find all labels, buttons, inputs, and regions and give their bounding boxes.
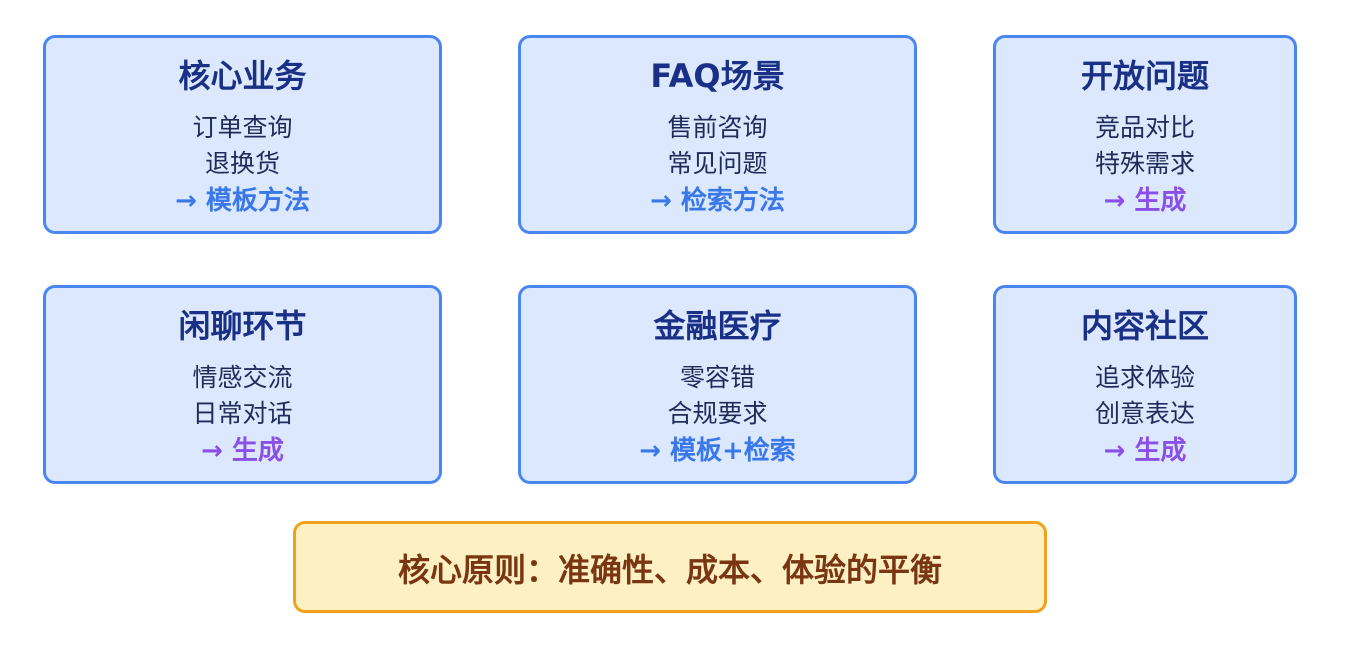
card-item: 日常对话 bbox=[192, 399, 293, 428]
card-chitchat: 闲聊环节 情感交流 日常对话 → 生成 bbox=[43, 285, 442, 484]
card-content-community: 内容社区 追求体验 创意表达 → 生成 bbox=[993, 285, 1297, 484]
card-method-label: → 检索方法 bbox=[650, 186, 785, 216]
card-item: 追求体验 bbox=[1094, 363, 1195, 392]
card-item: 情感交流 bbox=[192, 363, 293, 392]
card-method-label: → 生成 bbox=[1103, 436, 1187, 466]
card-item: 售前咨询 bbox=[667, 113, 768, 142]
card-title: 核心业务 bbox=[178, 57, 307, 95]
card-item: 退换货 bbox=[204, 149, 280, 178]
card-item: 合规要求 bbox=[667, 399, 768, 428]
card-title: 内容社区 bbox=[1080, 307, 1209, 345]
card-item: 常见问题 bbox=[667, 149, 768, 178]
card-method-label: → 生成 bbox=[201, 436, 284, 466]
card-title: FAQ场景 bbox=[650, 57, 785, 95]
card-title: 开放问题 bbox=[1080, 57, 1209, 95]
core-principle-text: 核心原则：准确性、成本、体验的平衡 bbox=[397, 551, 942, 589]
card-item: 订单查询 bbox=[192, 113, 293, 142]
card-title: 闲聊环节 bbox=[178, 307, 307, 345]
card-item: 竞品对比 bbox=[1094, 113, 1195, 142]
card-method-label: → 模板+检索 bbox=[639, 436, 796, 466]
card-item: 创意表达 bbox=[1094, 399, 1195, 428]
card-open-questions: 开放问题 竞品对比 特殊需求 → 生成 bbox=[993, 35, 1297, 234]
card-title: 金融医疗 bbox=[653, 307, 782, 345]
card-method-label: → 生成 bbox=[1103, 186, 1187, 216]
card-item: 特殊需求 bbox=[1094, 149, 1195, 178]
card-method-label: → 模板方法 bbox=[175, 186, 310, 216]
card-faq-scenario: FAQ场景 售前咨询 常见问题 → 检索方法 bbox=[518, 35, 917, 234]
card-finance-medical: 金融医疗 零容错 合规要求 → 模板+检索 bbox=[518, 285, 917, 484]
card-item: 零容错 bbox=[679, 363, 755, 392]
card-core-business: 核心业务 订单查询 退换货 → 模板方法 bbox=[43, 35, 442, 234]
core-principle-banner: 核心原则：准确性、成本、体验的平衡 bbox=[293, 521, 1047, 613]
